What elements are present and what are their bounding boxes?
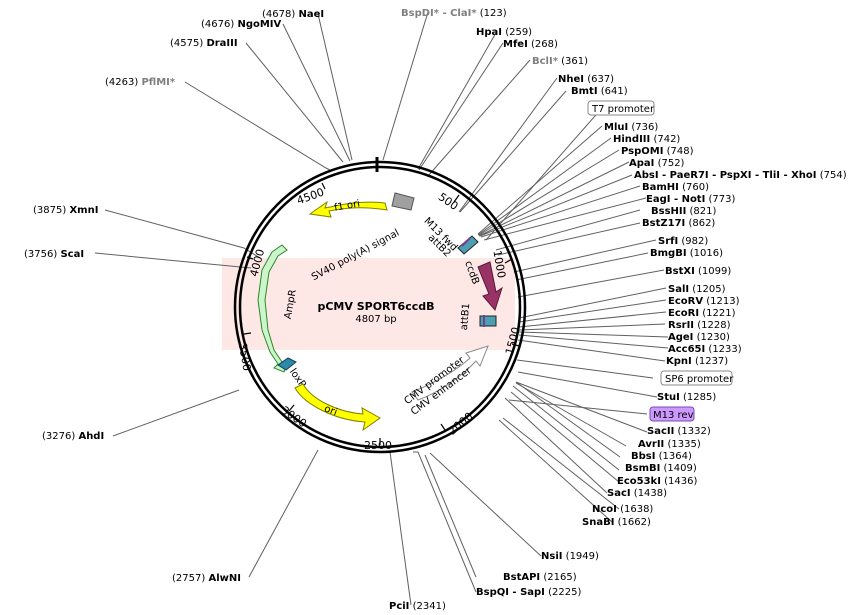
tick-3000: 3000 [279,404,309,431]
site-label: NheI (637) [558,74,614,85]
site-label: EcoRV (1213) [668,296,740,307]
sp6-promoter-label: SP6 promoter [665,374,734,385]
site-label: (4676) NgoMIV [201,19,282,30]
site-label: (4678) NaeI [262,9,324,20]
site-label: Acc65I (1233) [668,344,742,355]
tick-1000: 1000 [490,249,508,279]
site-label: (4263) PflMI* [105,77,176,88]
ori-label: ori [323,404,339,419]
tick-marks [243,182,520,445]
site-label: BbsI (1364) [631,451,692,462]
site-label: AgeI (1230) [668,332,730,343]
site-label: ApaI (752) [629,158,685,169]
tick-500: 500 [436,190,461,213]
site-label: BssHII (821) [651,206,717,217]
sv40-polya-box [391,192,415,211]
site-label: Eco53kI (1436) [617,476,697,487]
leader-lines [94,11,669,606]
site-label: SalI (1205) [668,284,726,295]
f1-ori-arrow [308,200,388,218]
site-label: EagI - NotI (773) [646,194,735,205]
site-label: BspDI* - ClaI* (123) [401,8,507,19]
site-label: SacII (1332) [647,426,711,437]
site-label: BsmBI (1409) [625,463,697,474]
attb1-label: attB1 [459,303,472,331]
site-label: MluI (736) [604,122,658,133]
site-label: AbsI - PaeR7I - PspXI - TliI - XhoI (754… [634,170,847,181]
site-label: HindIII (742) [613,134,680,145]
cmv-arrow [411,345,489,401]
site-label: SrfI (982) [658,236,708,247]
site-label: (3276) AhdI [42,431,104,442]
site-label: PciI (2341) [389,601,446,612]
f1-ori-label: f1 ori [333,198,361,213]
site-label: (4575) DraIII [170,38,238,49]
site-label: BclI* (361) [532,56,588,67]
ori-arrow [294,383,381,432]
site-label: KpnI (1237) [666,356,728,367]
attb1-box [479,315,497,327]
site-label: PspOMI (748) [621,146,694,157]
site-label: BstAPI (2165) [503,572,577,583]
site-label: SacI (1438) [607,488,667,499]
watermark-bg [222,258,515,350]
plasmid-size: 4807 bp [355,314,396,325]
m13-rev-label: M13 rev [653,410,694,421]
site-label: (3875) XmnI [33,205,98,216]
site-label: EcoRI (1221) [668,308,736,319]
attb2-stripe [461,237,471,247]
site-labels-right: PciI (2341) BspQI - SapI (2225) BstAPI (… [389,8,847,612]
site-label: NsiI (1949) [541,551,599,562]
site-label: (2757) AlwNI [172,573,241,584]
site-label: BstZ17I (862) [642,218,715,229]
backbone-inner [238,165,522,449]
t7-promoter-box [587,100,655,116]
site-label: AvrII (1335) [638,439,701,450]
site-label: RsrII (1228) [668,320,731,331]
m13-rev-box [649,406,695,422]
site-label: BamHI (760) [642,182,709,193]
site-label: NcoI (1638) [592,504,653,515]
tick-2500: 2500 [364,439,392,452]
loxp-marker [277,357,297,371]
sp6-promoter-box [660,370,733,386]
t7-promoter-label: T7 promoter [591,104,655,115]
plasmid-name: pCMV SPORT6ccdB [317,300,434,313]
ccdb-arrow [477,261,503,312]
site-label: MfeI (268) [503,39,558,50]
tick-4500: 4500 [295,186,326,208]
site-label: BmtI (641) [571,86,628,97]
site-label: HpaI (259) [476,27,532,38]
site-label: StuI (1285) [657,392,716,403]
site-label: BspQI - SapI (2225) [476,587,581,598]
site-labels-left: (4678) NaeI (4676) NgoMIV (4575) DraIII … [24,9,324,584]
tick-3500: 3500 [236,342,254,372]
site-label: BmgBI (1016) [650,248,723,259]
site-label: BstXI (1099) [665,266,731,277]
site-label: SnaBI (1662) [582,517,651,528]
backbone-outer [233,160,527,454]
site-label: (3756) ScaI [24,249,84,260]
ampr-label: AmpR [283,289,299,320]
